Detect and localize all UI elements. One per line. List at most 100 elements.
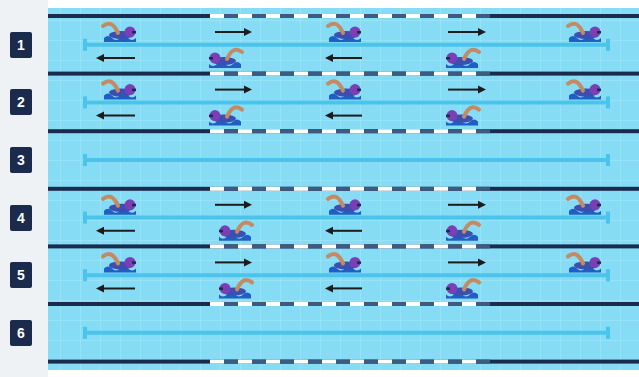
divider-float	[378, 14, 392, 18]
divider-float	[266, 72, 280, 76]
divider-float	[350, 129, 364, 133]
swim-cap	[210, 110, 221, 121]
divider-float	[462, 129, 476, 133]
lane-marker-cap	[606, 327, 610, 339]
lane-number-box: 5	[10, 262, 32, 288]
swim-cap	[590, 84, 601, 95]
divider-float	[392, 187, 406, 191]
swimmer-arm	[227, 107, 242, 116]
swimmer-arm	[464, 222, 479, 231]
divider-float	[448, 244, 462, 248]
direction-arrow	[215, 31, 246, 33]
swimmer	[446, 107, 479, 125]
divider-float	[322, 187, 336, 191]
divider-float	[308, 187, 322, 191]
swimmer-arm	[237, 280, 252, 289]
swimmer-arm	[103, 196, 118, 205]
divider-float	[238, 244, 252, 248]
divider-float	[392, 302, 406, 306]
arrow-head	[325, 112, 333, 120]
divider-float	[294, 187, 308, 191]
label-column	[0, 0, 48, 377]
divider-float	[336, 129, 350, 133]
divider-float	[364, 187, 378, 191]
divider-float	[350, 302, 364, 306]
divider-float	[462, 360, 476, 364]
divider-float	[420, 360, 434, 364]
divider-float	[308, 360, 322, 364]
goggles	[209, 115, 213, 118]
lane-number: 1	[17, 38, 25, 52]
divider-float	[238, 360, 252, 364]
goggles	[132, 204, 136, 207]
lane-marker-cap	[606, 96, 610, 108]
swimmer	[219, 222, 252, 240]
divider-float	[210, 72, 224, 76]
swimmer	[219, 280, 252, 298]
goggles	[597, 89, 601, 92]
goggles	[446, 57, 450, 60]
lane-marker-cap	[83, 212, 87, 224]
lane-number-box: 4	[10, 205, 32, 231]
divider-float	[392, 72, 406, 76]
goggles	[357, 261, 361, 264]
divider-float	[448, 302, 462, 306]
divider-float	[476, 187, 490, 191]
divider-float	[210, 129, 224, 133]
lane-number: 3	[17, 153, 25, 167]
arrow-head	[96, 112, 104, 120]
divider-float	[238, 187, 252, 191]
divider-float	[210, 14, 224, 18]
divider-float	[462, 187, 476, 191]
divider-float	[476, 302, 490, 306]
divider-float	[364, 360, 378, 364]
divider-float	[392, 360, 406, 364]
swimmer	[568, 24, 601, 42]
direction-arrow	[331, 57, 362, 59]
divider-float	[350, 244, 364, 248]
swimmer	[103, 196, 136, 214]
divider-float	[476, 14, 490, 18]
divider-float	[210, 244, 224, 248]
swimmer	[328, 254, 361, 272]
divider-float	[350, 72, 364, 76]
swim-cap	[447, 283, 458, 294]
lane-divider	[48, 129, 639, 133]
lane-marker	[85, 216, 608, 220]
divider-float	[406, 129, 420, 133]
divider-float	[448, 72, 462, 76]
divider-float	[308, 302, 322, 306]
direction-arrow	[215, 89, 246, 91]
swim-cap	[125, 84, 136, 95]
divider-float	[462, 14, 476, 18]
arrow-head	[96, 54, 104, 62]
swimmer-arm	[103, 254, 118, 263]
swimmer-arm	[568, 196, 583, 205]
swimmer	[209, 50, 242, 68]
goggles	[132, 31, 136, 34]
divider-float	[434, 129, 448, 133]
arrow-head	[325, 54, 333, 62]
divider-float	[280, 72, 294, 76]
arrow-head	[244, 28, 252, 36]
goggles	[132, 89, 136, 92]
divider-float	[476, 72, 490, 76]
divider-float	[406, 187, 420, 191]
divider-float	[238, 72, 252, 76]
divider-float	[294, 72, 308, 76]
divider-float	[406, 360, 420, 364]
divider-float	[322, 360, 336, 364]
direction-arrow	[102, 230, 135, 232]
lane-number-box: 6	[10, 320, 32, 346]
direction-arrow	[215, 261, 246, 263]
divider-float	[434, 302, 448, 306]
swimmer	[209, 107, 242, 125]
divider-float	[322, 129, 336, 133]
swim-cap	[590, 257, 601, 268]
swimmer	[446, 280, 479, 298]
divider-float	[252, 360, 266, 364]
divider-float	[476, 360, 490, 364]
swimmer	[328, 24, 361, 42]
lane-number-box: 1	[10, 32, 32, 58]
